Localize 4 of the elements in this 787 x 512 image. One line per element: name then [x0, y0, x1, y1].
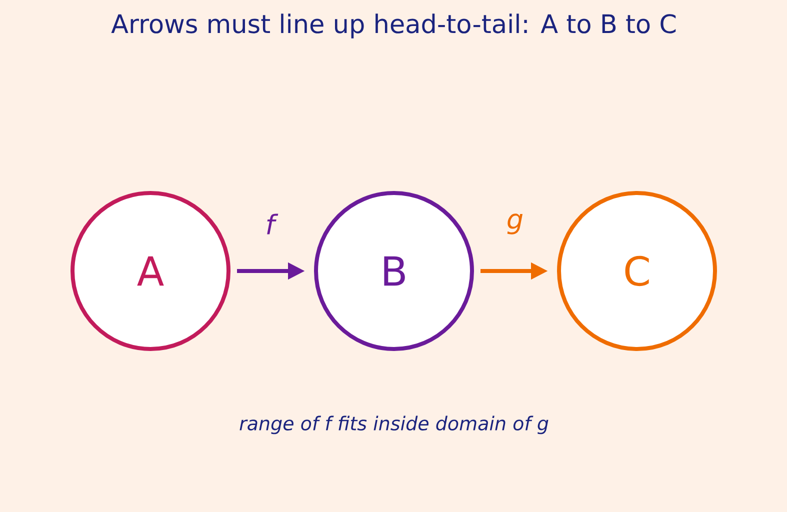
note: range of f fits inside domain of g: [240, 416, 548, 434]
title: Arrows must line up head-to-tail: A to B to C: [111, 14, 676, 38]
edge-label: f: [267, 214, 278, 234]
edge-label: g: [507, 214, 523, 234]
